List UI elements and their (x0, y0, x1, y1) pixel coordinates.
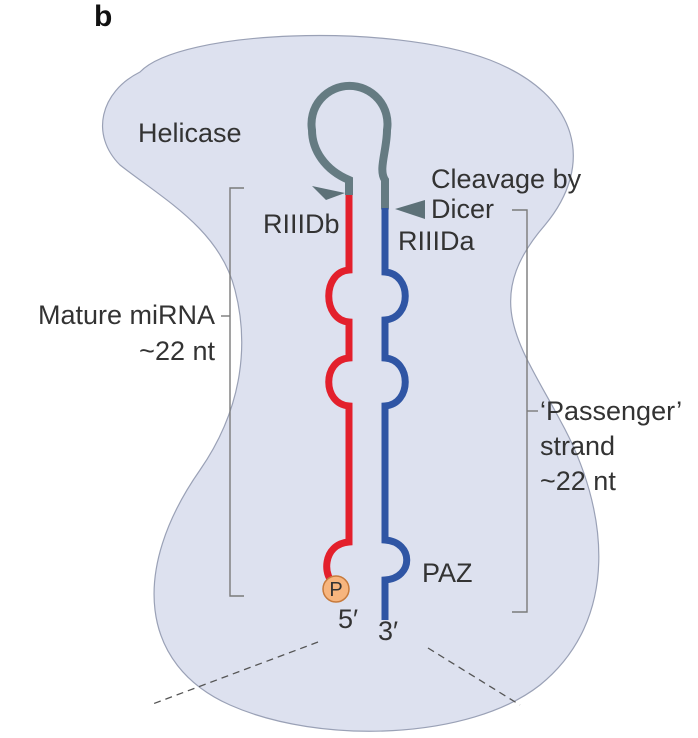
phosphate-label: P (329, 579, 342, 601)
helicase-label: Helicase (138, 118, 242, 148)
dashed-line-right (427, 647, 521, 706)
rIIIDa-label: RIIIDa (398, 226, 476, 256)
dicer-protein-body (102, 34, 600, 732)
mature-mirna-strand (323, 195, 353, 589)
hairpin-loop (307, 81, 392, 212)
five-prime-label: 5′ (338, 604, 358, 634)
dashed-line-left (149, 641, 319, 706)
passenger-label-line2: strand (540, 431, 615, 461)
cleavage-arrowhead-rIIIDb (312, 186, 345, 200)
passenger-label-line1: ‘Passenger’ (540, 396, 682, 426)
phosphate-circle (322, 575, 350, 603)
cleavage-arrowhead-rIIIDa (395, 200, 425, 219)
paz-label: PAZ (422, 558, 473, 588)
rIIIDb-label: RIIIDb (263, 209, 340, 239)
cleavage-label-line2: Dicer (431, 194, 494, 224)
three-prime-label: 3′ (378, 616, 398, 646)
panel-letter: b (94, 0, 112, 33)
mature-bracket (229, 187, 244, 597)
passenger-strand (381, 208, 411, 620)
mature-mirna-label-line1: Mature miRNA (38, 300, 215, 330)
passenger-label-line3: ~22 nt (540, 466, 616, 496)
cleavage-label-line1: Cleavage by (431, 164, 582, 194)
mature-mirna-label-line2: ~22 nt (139, 336, 215, 366)
